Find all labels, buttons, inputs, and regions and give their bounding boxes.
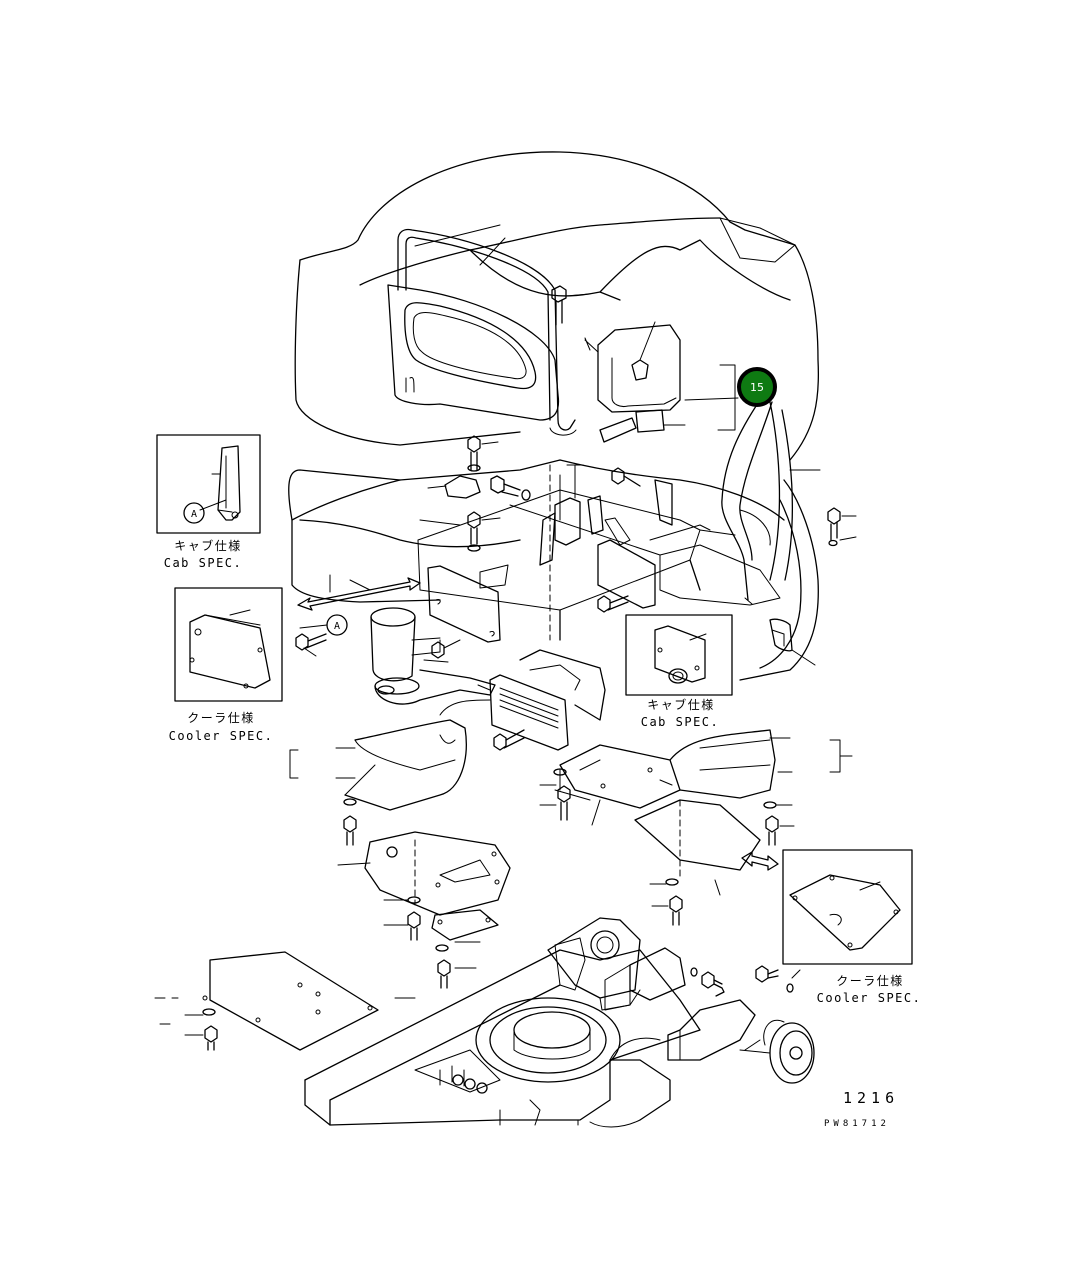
double-arrow xyxy=(297,577,421,611)
side-panel-part xyxy=(387,284,560,421)
engine-hood-cover xyxy=(294,151,820,461)
counterweight-part xyxy=(739,469,857,681)
figure-number: 1216 xyxy=(843,1089,899,1107)
side-cover-part xyxy=(604,947,815,1084)
left-guard-part xyxy=(289,699,491,811)
inset-label-line1: クーラ仕様 xyxy=(836,974,904,988)
inset-label-line2: Cooler SPEC. xyxy=(817,991,922,1005)
svg-text:A: A xyxy=(334,621,340,632)
svg-text:A: A xyxy=(191,509,197,520)
callout-number: 15 xyxy=(750,381,764,394)
inset-label-line1: クーラ仕様 xyxy=(187,711,255,725)
figure-code: PW81712 xyxy=(824,1119,890,1129)
reference-marker-a: A xyxy=(183,502,205,524)
hose-part xyxy=(721,399,794,605)
callout-bracket xyxy=(684,364,739,431)
inset-label-line2: Cooler SPEC. xyxy=(169,729,274,743)
valve-cover-part xyxy=(477,649,606,751)
handrail-part xyxy=(397,224,577,436)
inset-cab-spec-1 xyxy=(156,434,261,534)
filter-bracket-part xyxy=(584,321,686,443)
bolt-part xyxy=(551,285,591,326)
lower-plate-part xyxy=(337,831,683,989)
inset-cooler-spec-2 xyxy=(782,849,913,965)
double-arrow-right xyxy=(741,851,779,871)
reference-marker-a: A xyxy=(299,614,348,636)
inset-label-line2: Cab SPEC. xyxy=(164,556,243,570)
fasteners-right xyxy=(763,801,795,846)
center-cover-plate xyxy=(554,729,853,896)
fasteners-left xyxy=(343,768,571,846)
main-frame xyxy=(288,459,785,641)
inset-cooler-spec-1 xyxy=(174,587,283,702)
inset-label-line1: キャブ仕様 xyxy=(647,697,715,712)
inset-label-line1: キャブ仕様 xyxy=(174,538,242,553)
swing-pin-part xyxy=(295,607,496,705)
inset-label-line2: Cab SPEC. xyxy=(641,715,720,729)
part-callout-15[interactable]: 15 xyxy=(737,367,777,407)
revolving-frame xyxy=(304,917,701,1128)
undercover-plate xyxy=(154,951,416,1051)
inset-cab-spec-2 xyxy=(625,614,733,696)
mounting-bracket-part xyxy=(427,479,673,643)
fasteners-upper xyxy=(419,435,641,641)
